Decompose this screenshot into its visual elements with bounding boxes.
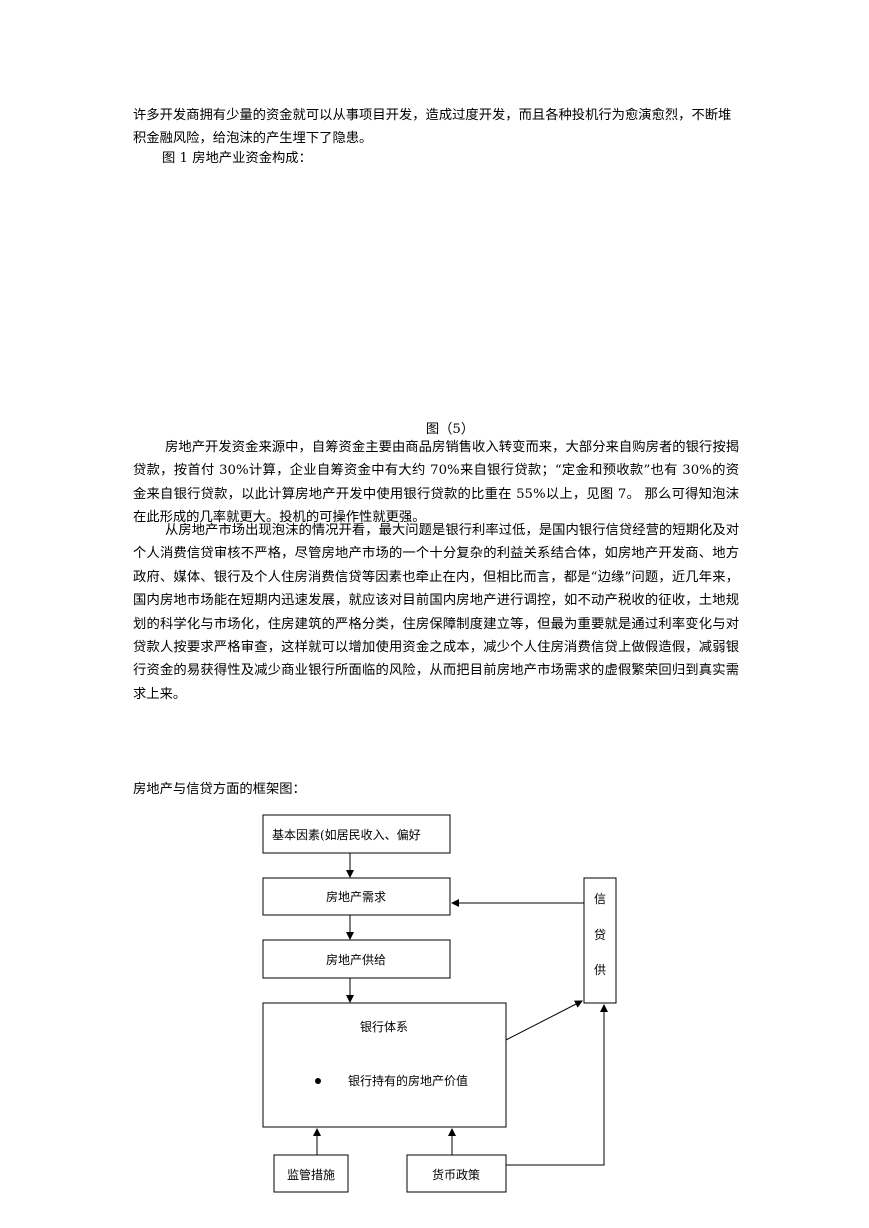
paragraph-1: 许多开发商拥有少量的资金就可以从事项目开发，造成过度开发，而且各种投机行为愈演愈… <box>133 108 732 147</box>
credit-label-1: 信 <box>594 892 606 906</box>
monetary-policy-label: 货币政策 <box>432 1167 480 1182</box>
paragraph-2: 房地产开发资金来源中，自筹资金主要由商品房销售收入转变而来，大部分来自购房者的银… <box>133 440 739 526</box>
credit-supply-box <box>583 877 617 1004</box>
credit-label-3: 供 <box>594 963 606 977</box>
figure-5-caption: 图（5） <box>425 422 475 437</box>
basic-factors-label: 基本因素(如居民收入、偏好 <box>272 827 421 842</box>
bullet-icon <box>315 1078 321 1084</box>
credit-label-2: 贷 <box>594 928 606 942</box>
bank-system-label: 银行体系 <box>360 1020 408 1034</box>
demand-label: 房地产需求 <box>326 889 386 904</box>
demand-box <box>262 877 451 916</box>
supply-box <box>262 939 451 979</box>
monetary-policy-box <box>406 1154 507 1193</box>
bank-system-box <box>262 1002 507 1128</box>
figure-1-caption: 图 1 房地产业资金构成： <box>162 151 312 166</box>
regulation-box <box>273 1154 349 1193</box>
bank-holdings-label: 银行持有的房地产价值 <box>348 1073 468 1088</box>
basic-factors-box <box>262 814 451 854</box>
regulation-label: 监管措施 <box>287 1167 335 1182</box>
paragraph-3: 从房地产市场出现泡沫的情况开看，最大问题是银行利率过低，是国内银行信贷经营的短期… <box>133 523 739 702</box>
diagram-caption: 房地产与信贷方面的框架图： <box>133 782 306 797</box>
supply-label: 房地产供给 <box>326 952 386 967</box>
arrow-bank-to-credit <box>505 1000 583 1041</box>
arrow-monetary-to-credit <box>506 1004 608 1166</box>
